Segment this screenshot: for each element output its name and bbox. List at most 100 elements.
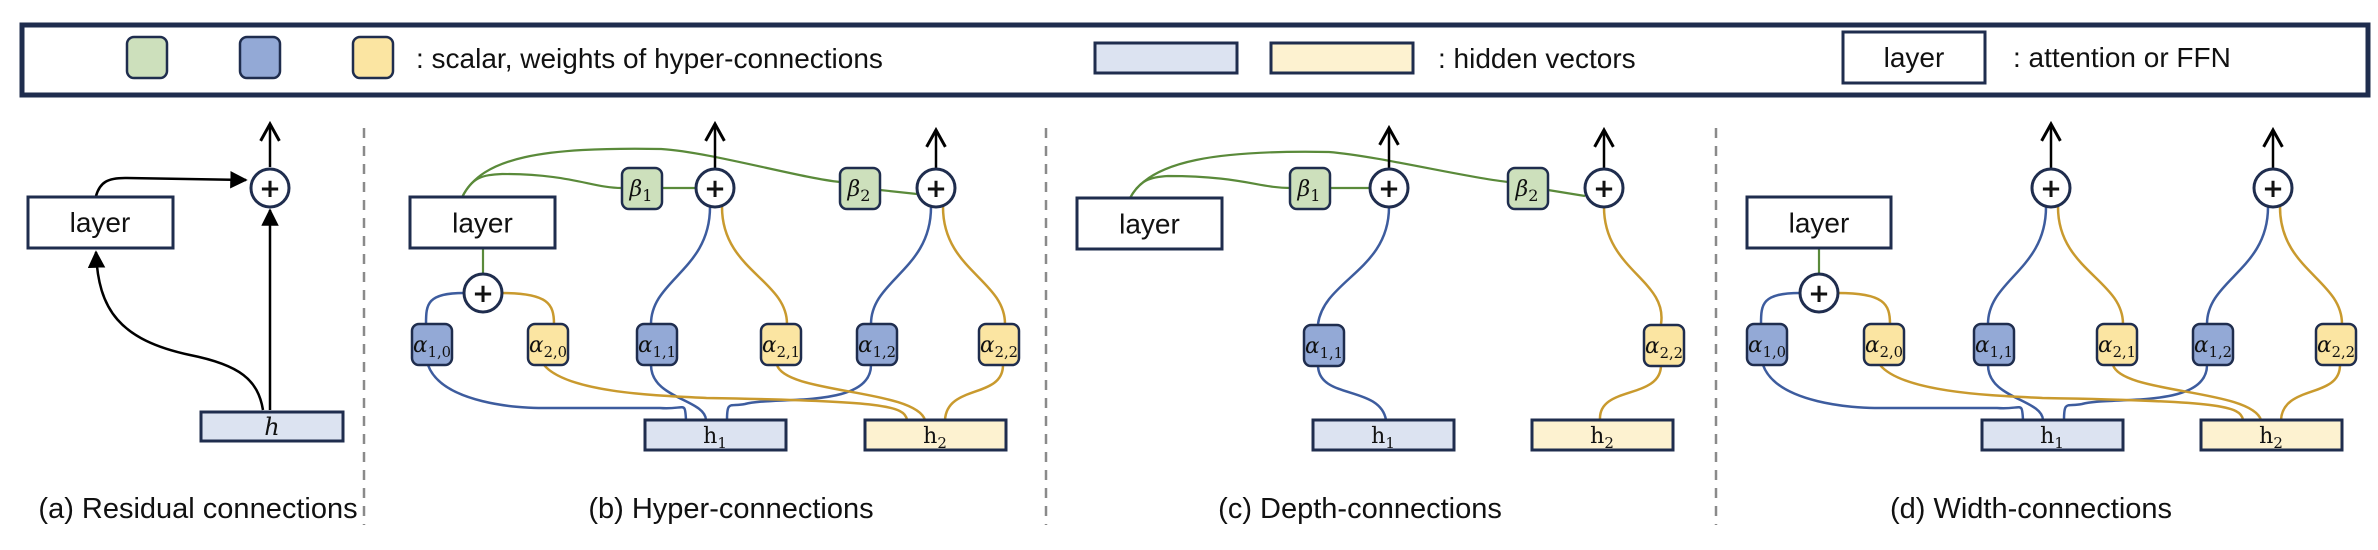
edge-alpha22-to-h2	[1598, 364, 1663, 421]
edge-alpha22-to-plus2	[1602, 206, 1663, 325]
edge-alpha20-to-plus	[501, 291, 556, 325]
layer-box	[1075, 196, 1224, 251]
plus-node	[694, 167, 736, 209]
alpha-1-1	[635, 322, 679, 367]
hidden-vector-h1	[1980, 418, 2125, 452]
beta-1	[1288, 166, 1332, 211]
edge-alpha11-to-h1	[1316, 364, 1388, 421]
edge-layer-to-beta1	[461, 172, 623, 198]
legend-swatch-blue	[238, 35, 282, 80]
alpha-2-2	[977, 322, 1021, 367]
legend-layer-text: : attention or FFN	[2013, 42, 2231, 73]
edge-alpha21-to-h2	[2111, 364, 2263, 421]
edge-h-to-layer	[87, 250, 265, 411]
plus-icon: +	[925, 174, 947, 204]
caption-a: (a) Residual connections	[38, 493, 357, 525]
legend-hidden-blue	[1093, 41, 1239, 75]
layer-box	[26, 195, 175, 250]
legend-hidden-text: : hidden vectors	[1438, 43, 1636, 74]
edge-alpha20-to-h2	[543, 364, 909, 421]
hidden-vector-h1	[643, 418, 788, 452]
alpha-2-0	[526, 322, 570, 367]
caption-c: (c) Depth-connections	[1218, 493, 1502, 525]
alpha-2-1	[759, 322, 803, 367]
edge-alpha22-to-plus2	[941, 206, 1007, 325]
beta-1	[620, 166, 664, 211]
edge-alpha22-to-plus2	[2278, 206, 2344, 325]
edge-layer-to-beta1	[1129, 174, 1291, 199]
alpha-1-1	[1302, 323, 1346, 368]
alpha-1-1	[1972, 322, 2016, 367]
edge-alpha22-to-h2	[2279, 364, 2342, 421]
edge-alpha11-to-plus1	[649, 206, 712, 325]
hidden-vector-h1	[1311, 418, 1456, 452]
edge-alpha21-to-plus1	[720, 206, 789, 325]
alpha-1-2	[2191, 322, 2235, 367]
layer-label: layer	[70, 207, 131, 238]
edge-alpha12-to-h1	[2062, 364, 2209, 421]
edge-alpha11-to-h1	[649, 364, 708, 421]
layer-label: layer	[452, 208, 513, 239]
legend-swatch-yellow	[351, 35, 395, 80]
edge-alpha11-to-h1	[1986, 364, 2045, 421]
edge-alpha22-to-h2	[943, 364, 1005, 421]
alpha-2-2	[1642, 323, 1686, 368]
alpha-2-1	[2095, 322, 2139, 367]
legend: : scalar, weights of hyper-connections :…	[19, 22, 2371, 98]
hidden-vector-label: h	[264, 413, 279, 441]
legend-scalar-text: : scalar, weights of hyper-connections	[416, 43, 883, 74]
layer-box	[1745, 195, 1893, 250]
plus-icon: +	[2040, 174, 2062, 204]
edge-alpha21-to-plus1	[2056, 206, 2125, 325]
hidden-vector-h2	[2199, 418, 2344, 452]
layer-label: layer	[1789, 208, 1850, 239]
plus-node	[2030, 167, 2072, 209]
plus-node	[1798, 272, 1840, 314]
hidden-vector-h2	[1530, 418, 1675, 452]
legend-hidden-yellow	[1269, 41, 1415, 75]
edge-layer-to-plus	[94, 170, 248, 197]
edge-layer-to-beta2	[1129, 150, 1509, 199]
edge-alpha12-to-plus2	[2205, 206, 2270, 325]
hidden-vector-h	[199, 410, 345, 443]
plus-icon: +	[2262, 174, 2284, 204]
alpha-2-0	[1862, 322, 1906, 367]
edge-alpha10-to-h1	[1761, 364, 2025, 421]
alpha-2-2	[2314, 322, 2358, 367]
hidden-vector-h2	[863, 418, 1008, 452]
plus-node	[2252, 167, 2294, 209]
legend-swatch-green	[125, 35, 169, 80]
panel-residual: layer + h (a) Residual connections	[26, 120, 358, 525]
edge-beta2-to-plus2	[879, 188, 918, 196]
edge-alpha21-to-h2	[775, 364, 927, 421]
plus-icon: +	[1378, 174, 1400, 204]
legend-layer-label: layer	[1884, 42, 1945, 73]
plus-icon: +	[259, 174, 281, 204]
plus-icon: +	[704, 174, 726, 204]
plus-icon: +	[1593, 174, 1615, 204]
layer-label: layer	[1119, 209, 1180, 240]
edge-layer-to-beta2	[461, 147, 841, 198]
edge-alpha20-to-h2	[1879, 364, 2245, 421]
edge-alpha10-to-plus	[424, 291, 465, 325]
edge-alpha11-to-plus1	[1986, 206, 2048, 325]
plus-node	[915, 167, 957, 209]
plus-icon: +	[1808, 279, 1830, 309]
legend-layer-box	[1841, 30, 1987, 85]
edge-alpha12-to-plus2	[869, 206, 933, 325]
plus-node	[462, 272, 504, 314]
edge-beta2-to-plus2	[1547, 188, 1586, 198]
layer-box	[408, 195, 557, 250]
plus-node	[249, 167, 291, 209]
alpha-1-2	[855, 322, 899, 367]
plus-node	[1583, 167, 1625, 209]
plus-icon: +	[472, 279, 494, 309]
alpha-1-0	[1745, 322, 1789, 367]
caption-d: (d) Width-connections	[1890, 493, 2172, 525]
edge-alpha10-to-h1	[426, 364, 688, 421]
beta-2	[1506, 166, 1550, 211]
